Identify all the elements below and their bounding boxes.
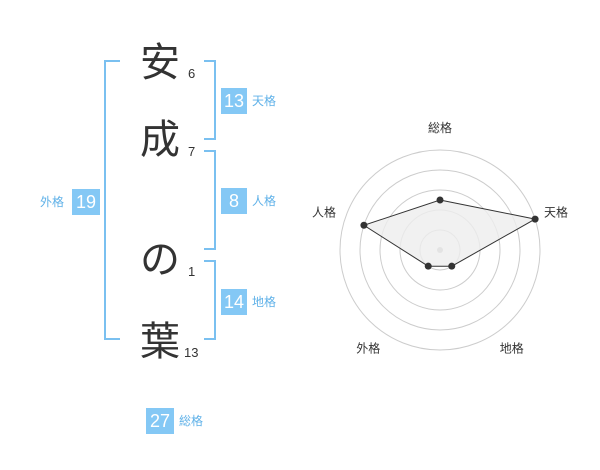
name-char-2: 成 — [140, 117, 180, 163]
tenkaku-value-box: 13 — [221, 88, 247, 114]
radar-point-4 — [424, 262, 432, 270]
chikaku-label: 地格 — [252, 295, 277, 309]
radar-grid-ring — [379, 189, 501, 311]
tenkaku-label: 天格 — [252, 94, 277, 108]
gaikaku-value-box: 19 — [72, 189, 100, 215]
stroke-count-4: 13 — [184, 345, 199, 360]
radar-point-5 — [360, 221, 368, 229]
radar-point-1 — [436, 196, 444, 204]
chikaku-bracket — [204, 260, 216, 340]
soukaku-label: 総格 — [179, 414, 204, 428]
gaikaku-bracket — [104, 60, 120, 340]
jinkaku-bracket — [204, 150, 216, 250]
stroke-count-1: 6 — [188, 66, 196, 81]
radar-axis-label-1: 総格 — [428, 120, 452, 135]
soukaku-value-box: 27 — [146, 408, 174, 434]
radar-point-3 — [448, 262, 456, 270]
name-char-3: の — [140, 237, 180, 283]
name-char-1: 安 — [140, 40, 180, 86]
name-char-4: 葉 — [140, 319, 180, 365]
stroke-count-3: 1 — [188, 264, 196, 279]
radar-axis-label-5: 人格 — [312, 204, 336, 219]
radar-point-2 — [531, 215, 539, 223]
radar-axis-label-4: 外格 — [356, 341, 380, 356]
stroke-count-2: 7 — [188, 144, 196, 159]
gaikaku-label: 外格 — [40, 195, 65, 209]
radar-axis-label-3: 地格 — [500, 341, 524, 356]
radar-data-polygon — [362, 199, 537, 267]
jinkaku-value-box: 8 — [221, 188, 247, 214]
radar-axis-label-2: 天格 — [544, 204, 568, 219]
tenkaku-bracket — [204, 60, 216, 140]
chikaku-value-box: 14 — [221, 289, 247, 315]
radar-grid-ring — [359, 169, 521, 331]
radar-data-points — [360, 196, 539, 270]
radar-grid-ring — [339, 149, 541, 351]
jinkaku-label: 人格 — [252, 194, 277, 208]
